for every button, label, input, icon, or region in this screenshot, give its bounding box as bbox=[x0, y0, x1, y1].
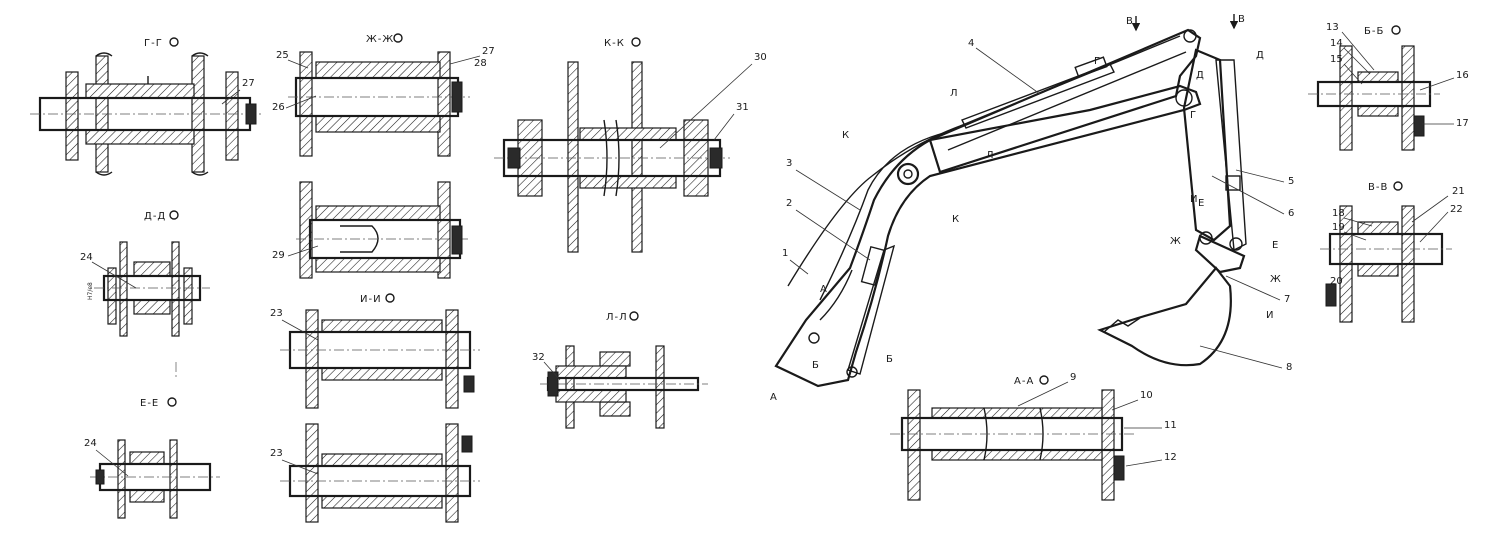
view-mark-b2: Б bbox=[886, 354, 893, 365]
callout-28-label: 28 bbox=[474, 58, 487, 69]
callout-26-label: 26 bbox=[272, 102, 285, 113]
section-l-l: Л-Л 32 bbox=[532, 311, 708, 429]
view-mark-i1: И bbox=[1190, 194, 1197, 205]
callout-30-label: 30 bbox=[754, 52, 767, 63]
view-mark-i2: И bbox=[1266, 310, 1273, 321]
section-zh-zh-alt: 29 bbox=[272, 181, 470, 279]
view-mark-d1: Д bbox=[1256, 50, 1264, 61]
section-a-a: А-А 9 10 11 12 bbox=[890, 372, 1177, 501]
view-mark-a2: А bbox=[820, 284, 827, 295]
callout-24-label: 24 bbox=[80, 252, 93, 263]
view-mark-g2: Г bbox=[1190, 110, 1196, 121]
section-title-k-k: К-К bbox=[604, 38, 625, 49]
callout-23a-label: 23 bbox=[270, 308, 283, 319]
section-title-g-g: Г-Г bbox=[144, 38, 163, 49]
callout-14-label: 14 bbox=[1330, 38, 1343, 49]
callout-11-label: 11 bbox=[1164, 420, 1177, 431]
view-mark-k1: К bbox=[842, 130, 849, 141]
callout-13-label: 13 bbox=[1326, 22, 1339, 33]
view-mark-l2: Л bbox=[986, 150, 994, 161]
callout-21-label: 21 bbox=[1452, 186, 1465, 197]
callout-27-label: 27 bbox=[242, 78, 255, 89]
section-marker-circle bbox=[169, 210, 179, 220]
section-marker-circle bbox=[1391, 25, 1401, 35]
view-mark-k2: К bbox=[952, 214, 959, 225]
callout-22-label: 22 bbox=[1450, 204, 1463, 215]
section-d-d: Д-Д H7/e8 24 bbox=[80, 210, 210, 337]
view-mark-d2: Д bbox=[1196, 70, 1204, 81]
section-i-i: И-И 23 23 bbox=[270, 293, 480, 523]
view-mark-g1: Г bbox=[1094, 56, 1100, 67]
section-marker-circle bbox=[1039, 375, 1049, 385]
excavator-boom-main-view: 4 3 2 1 5 6 7 8 В В Г Г Д Д Л Л К К Е Е … bbox=[770, 14, 1294, 403]
callout-32-label: 32 bbox=[532, 352, 545, 363]
view-mark-b1: Б bbox=[812, 360, 819, 371]
view-mark-e2: Е bbox=[1272, 240, 1278, 251]
section-marker-circle bbox=[629, 311, 639, 321]
section-zh-zh: Ж-Ж 25 27 28 26 bbox=[272, 33, 495, 157]
section-title-a-a: А-А bbox=[1014, 376, 1034, 387]
section-marker-circle bbox=[167, 397, 177, 407]
callout-24b-label: 24 bbox=[84, 438, 97, 449]
section-marker-circle bbox=[1393, 181, 1403, 191]
callout-8-label: 8 bbox=[1286, 362, 1292, 373]
section-k-k: К-К 30 31 bbox=[494, 37, 767, 253]
callout-10-label: 10 bbox=[1140, 390, 1153, 401]
callout-27b-label: 27 bbox=[482, 46, 495, 57]
callout-12-label: 12 bbox=[1164, 452, 1177, 463]
view-mark-l1: Л bbox=[950, 88, 958, 99]
section-b-b: Б-Б 13 14 15 16 17 bbox=[1308, 22, 1469, 151]
callout-9-label: 9 bbox=[1070, 372, 1076, 383]
callout-31-label: 31 bbox=[736, 102, 749, 113]
view-mark-zh2: Ж bbox=[1270, 274, 1281, 285]
callout-17-label: 17 bbox=[1456, 118, 1469, 129]
section-v-v: В-В 18 19 20 21 22 bbox=[1320, 181, 1465, 323]
view-mark-a1: А bbox=[770, 392, 777, 403]
callout-2-label: 2 bbox=[786, 198, 792, 209]
callout-5-label: 5 bbox=[1288, 176, 1294, 187]
section-e-e: Е-Е 24 bbox=[84, 362, 220, 519]
callout-29-label: 29 bbox=[272, 250, 285, 261]
section-title-d-d: Д-Д bbox=[144, 211, 166, 222]
section-title-e-e: Е-Е bbox=[140, 398, 159, 409]
section-title-zh-zh: Ж-Ж bbox=[366, 34, 394, 45]
callout-18-label: 18 bbox=[1332, 208, 1345, 219]
callout-25-label: 25 bbox=[276, 50, 289, 61]
section-title-v-v: В-В bbox=[1368, 182, 1388, 193]
section-marker-circle bbox=[385, 293, 395, 303]
view-mark-v2: В bbox=[1238, 14, 1245, 25]
callout-1-label: 1 bbox=[782, 248, 788, 259]
section-title-i-i: И-И bbox=[360, 294, 382, 305]
callout-19-label: 19 bbox=[1332, 222, 1345, 233]
callout-7-label: 7 bbox=[1284, 294, 1290, 305]
callout-15-label: 15 bbox=[1330, 54, 1343, 65]
fit-mark: H7/e8 bbox=[87, 282, 94, 300]
callout-4-label: 4 bbox=[968, 38, 974, 49]
view-mark-v1: В bbox=[1126, 16, 1133, 27]
callout-20-label: 20 bbox=[1330, 276, 1343, 287]
callout-16-label: 16 bbox=[1456, 70, 1469, 81]
section-marker-circle bbox=[631, 37, 641, 47]
callout-6-label: 6 bbox=[1288, 208, 1294, 219]
view-mark-zh1: Ж bbox=[1170, 236, 1181, 247]
section-marker-circle bbox=[169, 37, 179, 47]
callout-23b-label: 23 bbox=[270, 448, 283, 459]
section-title-l-l: Л-Л bbox=[606, 312, 628, 323]
section-g-g: Г-Г 27 bbox=[30, 37, 262, 176]
section-title-b-b: Б-Б bbox=[1364, 26, 1384, 37]
callout-3-label: 3 bbox=[786, 158, 792, 169]
section-marker-circle bbox=[393, 33, 403, 43]
view-mark-e1: Е bbox=[1198, 198, 1204, 209]
